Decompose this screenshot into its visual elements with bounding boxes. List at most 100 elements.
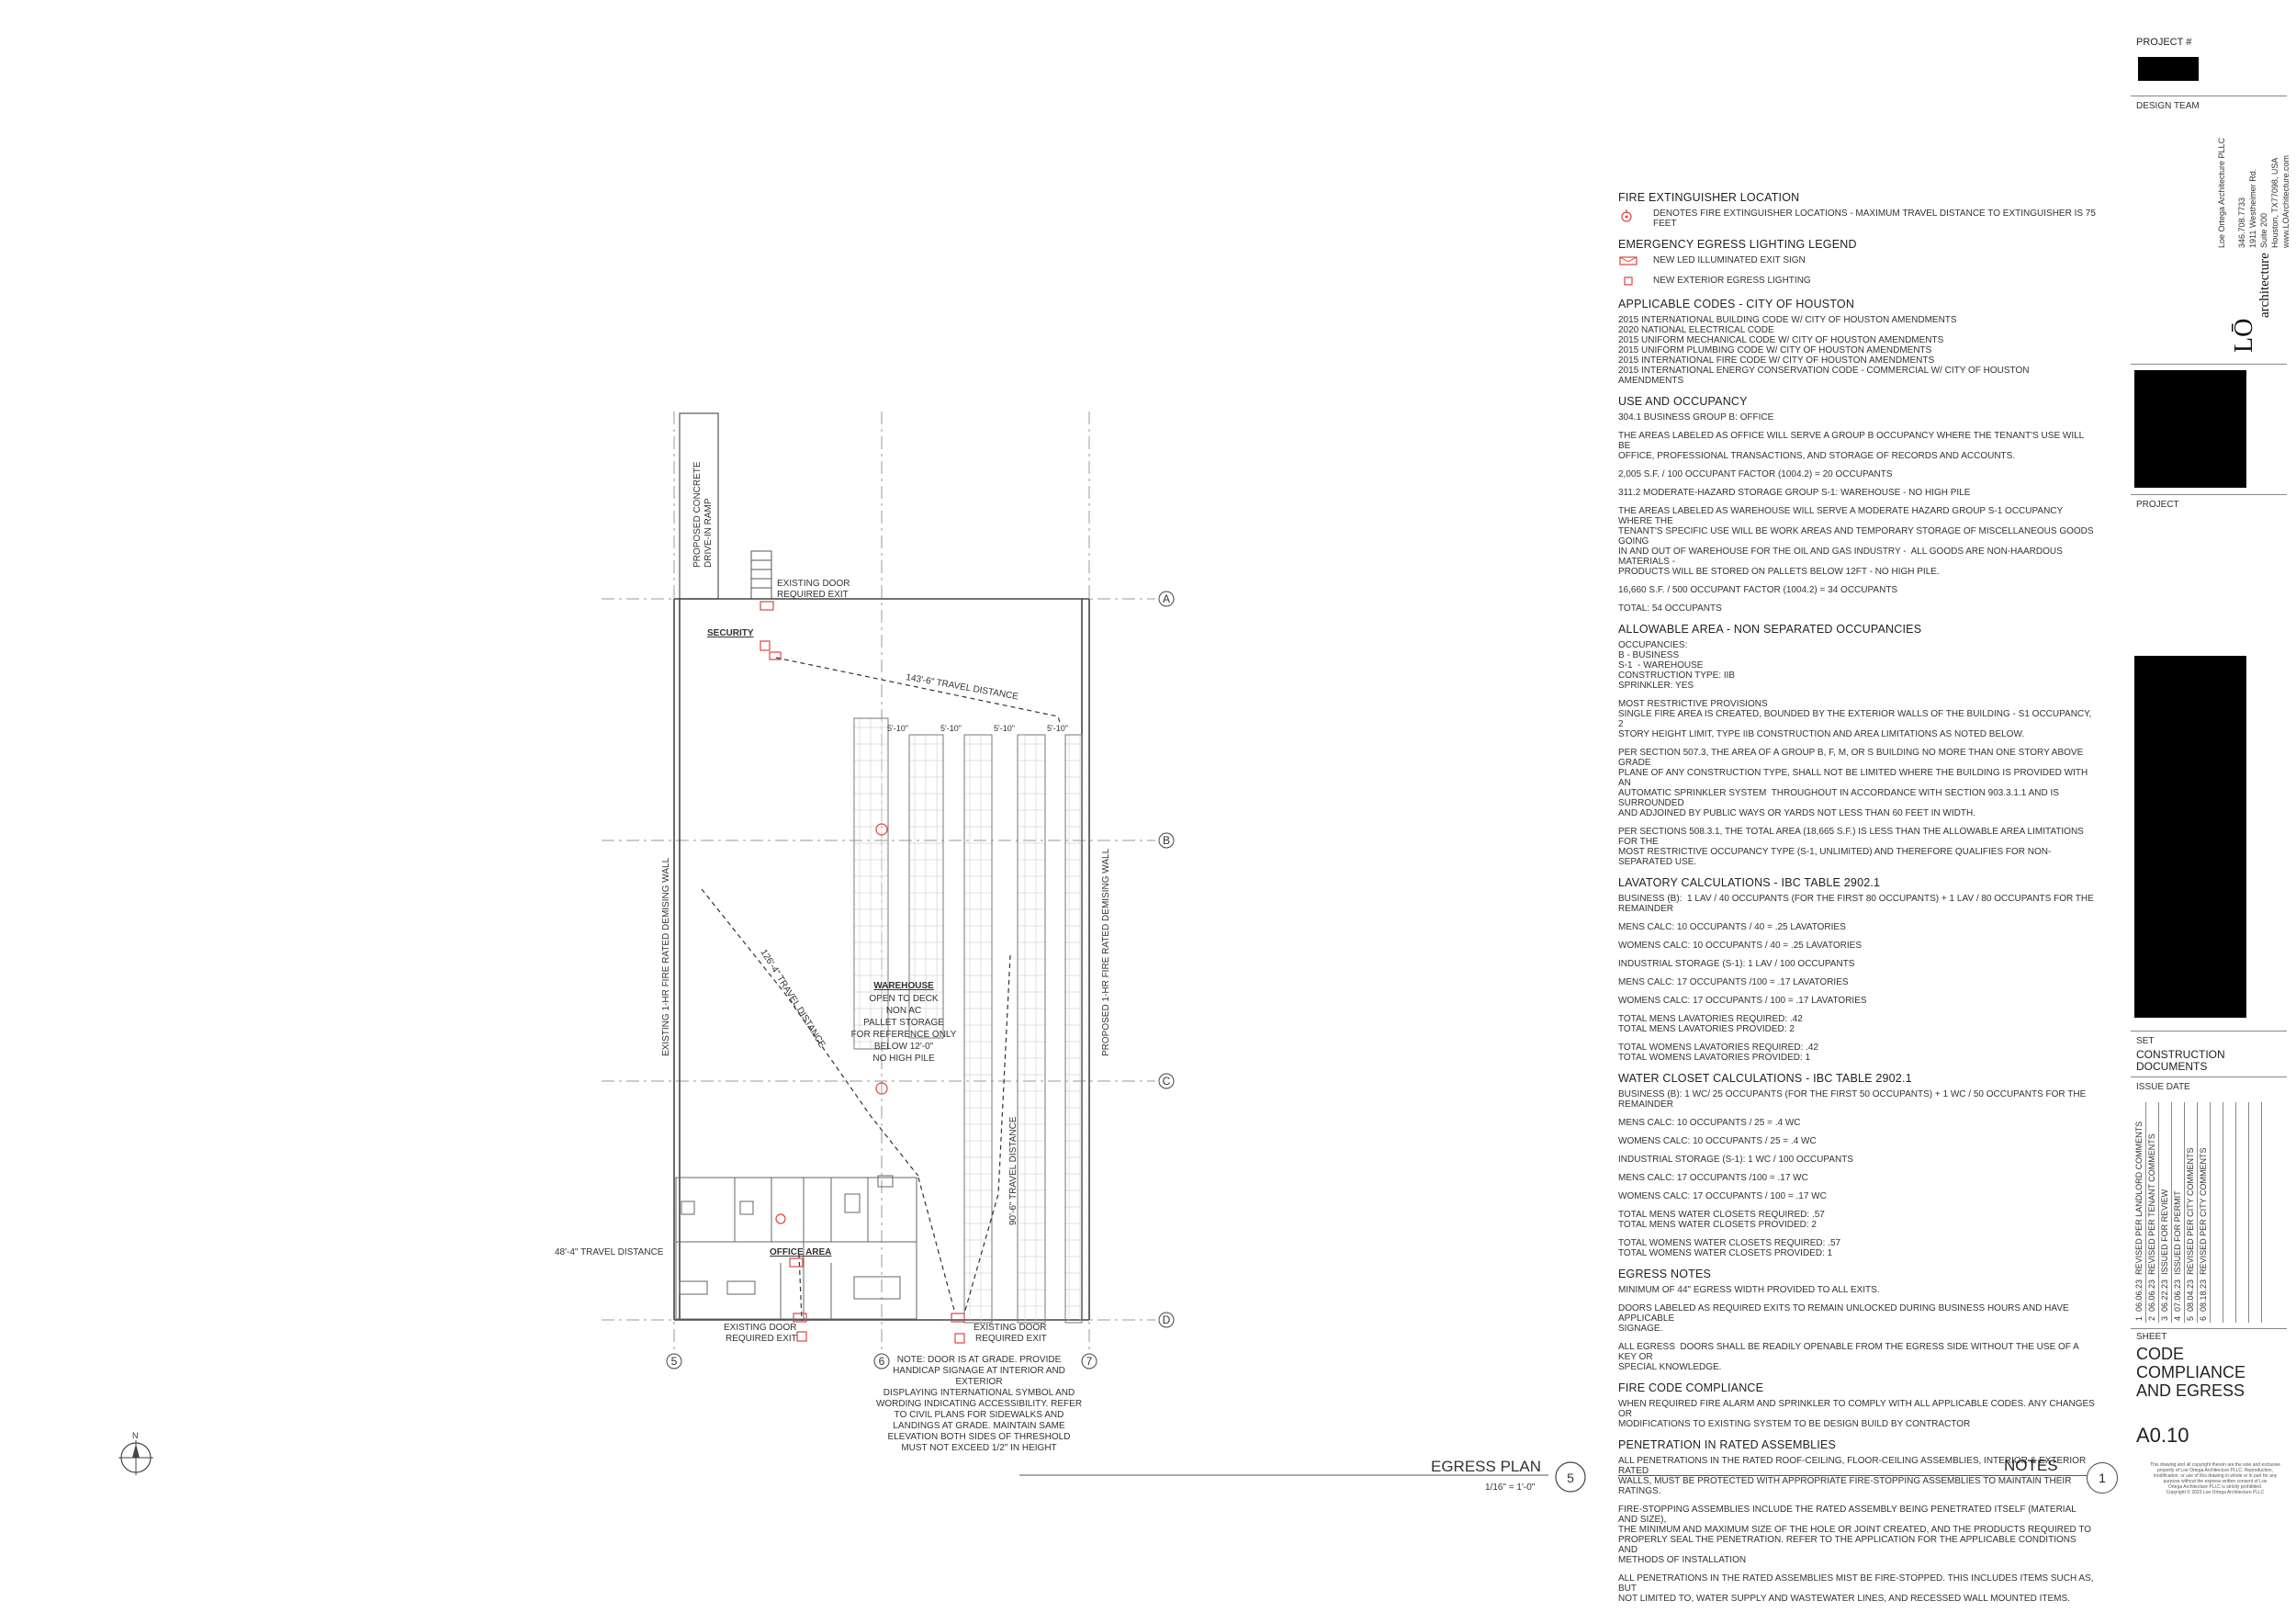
notes-paragraph: 304.1 BUSINESS GROUP B: OFFICE bbox=[1618, 412, 2096, 423]
sheet-number: A0.10 bbox=[2136, 1424, 2189, 1447]
notes-line: TOTAL MENS WATER CLOSETS REQUIRED: .57 bbox=[1618, 1210, 1825, 1220]
revision-row: 5 08.04.23 REVISED PER CITY COMMENTS bbox=[2186, 1147, 2195, 1321]
notes-line: TOTAL MENS LAVATORIES REQUIRED: .42 bbox=[1618, 1014, 1803, 1024]
egress-light-icon bbox=[1618, 276, 1653, 288]
notes-line: TOTAL: 54 OCCUPANTS bbox=[1618, 603, 1722, 614]
revision-row: 2 06.06.23 REVISED PER TENANT COMMENTS bbox=[2147, 1133, 2156, 1321]
required-exit-label-office: REQUIRED EXIT bbox=[726, 1334, 797, 1344]
left-wall-label: EXISTING 1-HR FIRE RATED DEMISING WALL bbox=[661, 857, 671, 1056]
project-label: PROJECT bbox=[2136, 500, 2179, 510]
notes-paragraph: ALL PENETRATIONS IN THE RATED ASSEMBLIES… bbox=[1618, 1573, 2096, 1604]
notes-line: WOMENS CALC: 10 OCCUPANTS / 25 = .4 WC bbox=[1618, 1136, 1817, 1146]
notes-paragraph: 2,005 S.F. / 100 OCCUPANT FACTOR (1004.2… bbox=[1618, 469, 2096, 479]
notes-line: SINGLE FIRE AREA IS CREATED, BOUNDED BY … bbox=[1618, 709, 2095, 729]
north-arrow-icon: N bbox=[118, 1431, 153, 1475]
notes-line: MODIFICATIONS TO EXISTING SYSTEM TO BE D… bbox=[1618, 1419, 1971, 1429]
notes-line: OFFICE, PROFESSIONAL TRANSACTIONS, AND S… bbox=[1618, 451, 2016, 461]
grade-door-note: NOTE: DOOR IS AT GRADE. PROVIDE HANDICAP… bbox=[876, 1355, 1082, 1453]
pallet-racks bbox=[853, 717, 1083, 1324]
notes-line: PROPERLY SEAL THE PENETRATION. REFER TO … bbox=[1618, 1535, 2078, 1555]
notes-line: B - BUSINESS bbox=[1618, 650, 1680, 660]
svg-text:LANDINGS AT GRADE. MAINTAIN SA: LANDINGS AT GRADE. MAINTAIN SAME bbox=[893, 1421, 1065, 1431]
egress-markers bbox=[760, 601, 965, 1344]
project-number-redacted bbox=[2138, 57, 2199, 81]
travel-distance-48: 48'-4" TRAVEL DISTANCE bbox=[555, 1247, 664, 1257]
notes-line: TOTAL WOMENS LAVATORIES REQUIRED: .42 bbox=[1618, 1043, 1819, 1053]
notes-paragraph: PER SECTION 507.3, THE AREA OF A GROUP B… bbox=[1618, 748, 2096, 818]
travel-distance-90: 90'-6" TRAVEL DISTANCE bbox=[1008, 1116, 1019, 1225]
notes-line: AUTOMATIC SPRINKLER SYSTEM THROUGHOUT IN… bbox=[1618, 788, 2062, 808]
legend-text: DENOTES FIRE EXTINGUISHER LOCATIONS - MA… bbox=[1653, 209, 2096, 229]
notes-paragraph: MENS CALC: 10 OCCUPANTS / 25 = .4 WC bbox=[1618, 1118, 2096, 1128]
notes-line: MENS CALC: 10 OCCUPANTS / 25 = .4 WC bbox=[1618, 1118, 1801, 1128]
notes-title: NOTES bbox=[2004, 1457, 2058, 1474]
notes-section-header: EGRESS NOTES bbox=[1618, 1268, 1712, 1280]
firm-name: Loe Ortega Architecture PLLC bbox=[2217, 137, 2226, 248]
warehouse-note-1: OPEN TO DECK bbox=[869, 994, 939, 1004]
grid-bubble-b: B bbox=[1163, 834, 1170, 847]
notes-paragraph: WOMENS CALC: 10 OCCUPANTS / 40 = .25 LAV… bbox=[1618, 941, 2096, 951]
notes-number: 1 bbox=[2087, 1462, 2118, 1494]
rack-dim-2: 5'-10" bbox=[940, 724, 962, 733]
notes-line: TOTAL MENS WATER CLOSETS PROVIDED: 2 bbox=[1618, 1220, 1817, 1230]
notes-line: THE AREAS LABELED AS OFFICE WILL SERVE A… bbox=[1618, 431, 2087, 451]
notes-line: CONSTRUCTION TYPE: IIB bbox=[1618, 671, 1736, 681]
grid-bubble-6: 6 bbox=[879, 1355, 885, 1368]
notes-section-header: PENETRATION IN RATED ASSEMBLIES bbox=[1618, 1438, 1837, 1451]
set-value-2: DOCUMENTS bbox=[2136, 1060, 2208, 1073]
warehouse-note-2: NON AC bbox=[886, 1006, 921, 1016]
legend-row: DENOTES FIRE EXTINGUISHER LOCATIONS - MA… bbox=[1618, 209, 2096, 229]
notes-line: TOTAL MENS LAVATORIES PROVIDED: 2 bbox=[1618, 1024, 1795, 1034]
sheet-label: SHEET bbox=[2136, 1332, 2167, 1342]
notes-paragraph: 311.2 MODERATE-HAZARD STORAGE GROUP S-1:… bbox=[1618, 488, 2096, 498]
notes-line: TOTAL WOMENS WATER CLOSETS PROVIDED: 1 bbox=[1618, 1248, 1833, 1258]
svg-text:DISPLAYING INTERNATIONAL SYMBO: DISPLAYING INTERNATIONAL SYMBOL AND bbox=[884, 1388, 1075, 1398]
notes-line: WHEN REQUIRED FIRE ALARM AND SPRINKLER T… bbox=[1618, 1399, 2098, 1419]
warehouse-note-6: NO HIGH PILE bbox=[872, 1054, 935, 1064]
existing-door-label-top: EXISTING DOOR bbox=[777, 579, 850, 589]
grid-bubble-5: 5 bbox=[671, 1355, 678, 1368]
project-info-redacted bbox=[2134, 656, 2246, 1018]
notes-line: TENANT'S SPECIFIC USE WILL BE WORK AREAS… bbox=[1618, 526, 2097, 547]
firm-logo-lo: LŌ bbox=[2230, 318, 2258, 353]
exit-sign-icon bbox=[1618, 255, 1653, 268]
notes-line: MENS CALC: 10 OCCUPANTS / 40 = .25 LAVAT… bbox=[1618, 922, 1846, 932]
legend-row: NEW LED ILLUMINATED EXIT SIGN bbox=[1618, 255, 2096, 268]
notes-paragraph: WOMENS CALC: 17 OCCUPANTS / 100 = .17 WC bbox=[1618, 1191, 2096, 1201]
sheet-title-2: COMPLIANCE bbox=[2136, 1363, 2246, 1381]
notes-section-header: FIRE EXTINGUISHER LOCATION bbox=[1618, 191, 1800, 204]
notes-paragraph: INDUSTRIAL STORAGE (S-1): 1 LAV / 100 OC… bbox=[1618, 959, 2096, 969]
firm-address-2: Suite 200 bbox=[2259, 212, 2268, 248]
notes-paragraph: MENS CALC: 17 OCCUPANTS /100 = .17 WC bbox=[1618, 1173, 2096, 1183]
office-area-plan bbox=[675, 1175, 917, 1320]
sheet-title-1: CODE bbox=[2136, 1345, 2185, 1363]
rack-dim-1: 5'-10" bbox=[887, 724, 908, 733]
notes-line: MENS CALC: 17 OCCUPANTS /100 = .17 LAVAT… bbox=[1618, 977, 1849, 987]
notes-column: FIRE EXTINGUISHER LOCATION DENOTES FIRE E… bbox=[1618, 182, 2096, 1612]
notes-section-header: WATER CLOSET CALCULATIONS - IBC TABLE 29… bbox=[1618, 1072, 1912, 1085]
legend-text: NEW EXTERIOR EGRESS LIGHTING bbox=[1653, 276, 1811, 286]
grid-bubble-a: A bbox=[1163, 592, 1170, 605]
notes-paragraph: TOTAL: 54 OCCUPANTS bbox=[1618, 603, 2096, 614]
travel-distance-143: 143'-6" TRAVEL DISTANCE bbox=[905, 672, 1019, 702]
notes-line: THE MINIMUM AND MAXIMUM SIZE OF THE HOLE… bbox=[1618, 1525, 2092, 1535]
security-label: SECURITY bbox=[707, 628, 754, 638]
notes-line: SPRINKLER: YES bbox=[1618, 681, 1694, 691]
warehouse-note-5: BELOW 12'-0" bbox=[874, 1042, 934, 1052]
notes-line: IN AND OUT OF WAREHOUSE FOR THE OIL AND … bbox=[1618, 547, 2065, 567]
notes-line: 2020 NATIONAL ELECTRICAL CODE bbox=[1618, 325, 1774, 335]
travel-paths bbox=[701, 657, 1062, 1322]
svg-text:N: N bbox=[132, 1431, 139, 1440]
notes-line: 311.2 MODERATE-HAZARD STORAGE GROUP S-1:… bbox=[1618, 488, 1971, 498]
notes-line: 2015 UNIFORM PLUMBING CODE W/ CITY OF HO… bbox=[1618, 345, 1932, 355]
notes-line: 304.1 BUSINESS GROUP B: OFFICE bbox=[1618, 412, 1774, 423]
notes-line: SIGNAGE. bbox=[1618, 1324, 1663, 1334]
svg-text:MUST NOT EXCEED 1/2" IN HEIGHT: MUST NOT EXCEED 1/2" IN HEIGHT bbox=[901, 1443, 1056, 1453]
notes-line: STORY HEIGHT LIMIT, TYPE IIB CONSTRUCTIO… bbox=[1618, 729, 2025, 739]
firm-website: www.LOArchitecture.com bbox=[2281, 154, 2290, 248]
egress-plan-drawing: A B C D 5 6 7 PROPOSED CONCRETE DRIVE-IN… bbox=[118, 411, 1586, 1493]
notes-line: INDUSTRIAL STORAGE (S-1): 1 WC / 100 OCC… bbox=[1618, 1155, 1853, 1165]
notes-line: BUSINESS (B): 1 LAV / 40 OCCUPANTS (FOR … bbox=[1618, 894, 2094, 904]
